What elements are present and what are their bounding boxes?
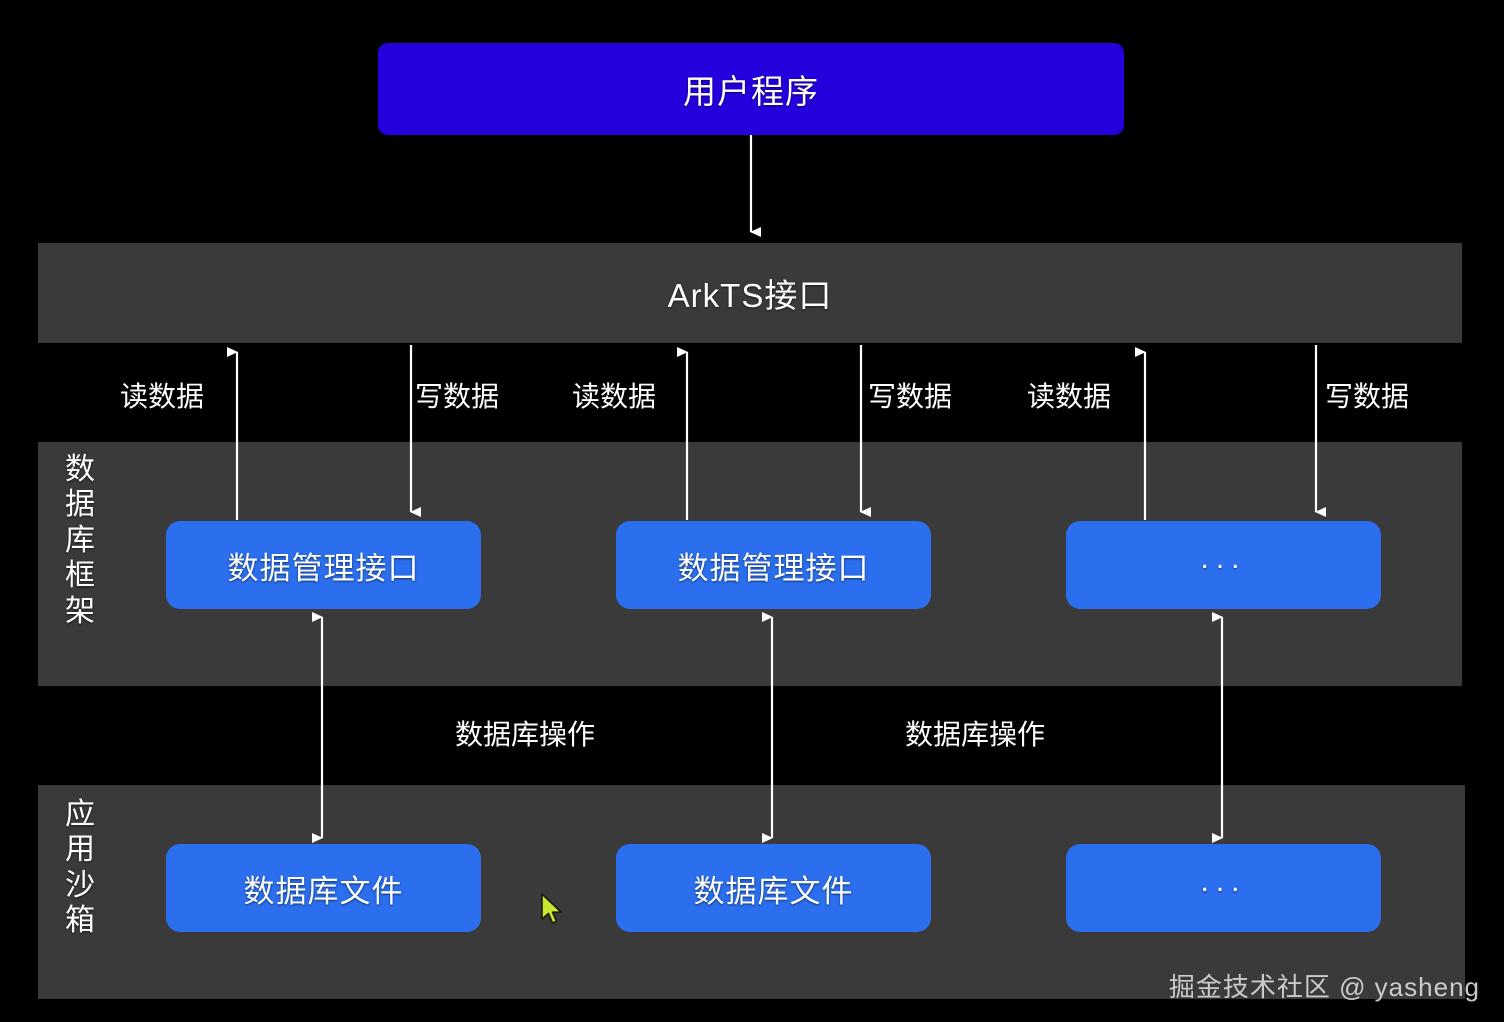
operation-label-1: 数据库操作 bbox=[455, 719, 596, 750]
database-file-box-ellipsis[interactable]: ... bbox=[1066, 844, 1381, 932]
io-label-read-3: 读数据 bbox=[1027, 381, 1112, 412]
ellipsis-glyph: ... bbox=[1200, 865, 1247, 898]
layer-label-char: 库 bbox=[65, 523, 95, 557]
ellipsis-glyph: ... bbox=[1200, 542, 1247, 575]
layer-label-application-sandbox: 应 用 沙 箱 bbox=[58, 797, 102, 939]
io-label-write-1: 写数据 bbox=[415, 381, 500, 412]
io-label-write-3: 写数据 bbox=[1325, 381, 1410, 412]
layer-label-char: 框 bbox=[65, 559, 95, 593]
io-label-read-2: 读数据 bbox=[572, 381, 657, 412]
watermark-text: 掘金技术社区 @ yasheng bbox=[1168, 972, 1480, 1002]
io-label-write-2: 写数据 bbox=[868, 381, 953, 412]
operation-label-2: 数据库操作 bbox=[905, 719, 1046, 750]
arkts-interface-label: ArkTS接口 bbox=[667, 277, 833, 314]
layer-label-char: 架 bbox=[65, 594, 95, 628]
layer-label-char: 应 bbox=[65, 798, 95, 831]
layer-label-char: 箱 bbox=[65, 904, 95, 938]
database-file-box-1[interactable]: 数据库文件 bbox=[166, 844, 481, 932]
arkts-interface-panel bbox=[38, 243, 1462, 343]
database-file-box-2[interactable]: 数据库文件 bbox=[616, 844, 931, 932]
layer-label-database-framework: 数 据 库 框 架 bbox=[58, 452, 102, 629]
mouse-cursor-icon bbox=[541, 893, 562, 924]
layer-label-char: 数 bbox=[65, 453, 95, 486]
layer-label-char: 用 bbox=[65, 833, 95, 867]
io-label-read-1: 读数据 bbox=[120, 381, 205, 412]
data-manager-box-ellipsis[interactable]: ... bbox=[1066, 521, 1381, 609]
user-program-box[interactable]: 用户程序 bbox=[378, 43, 1124, 135]
layer-label-char: 沙 bbox=[65, 868, 95, 902]
data-manager-box-1[interactable]: 数据管理接口 bbox=[166, 521, 481, 609]
data-manager-box-2[interactable]: 数据管理接口 bbox=[616, 521, 931, 609]
layer-label-char: 据 bbox=[65, 488, 95, 522]
